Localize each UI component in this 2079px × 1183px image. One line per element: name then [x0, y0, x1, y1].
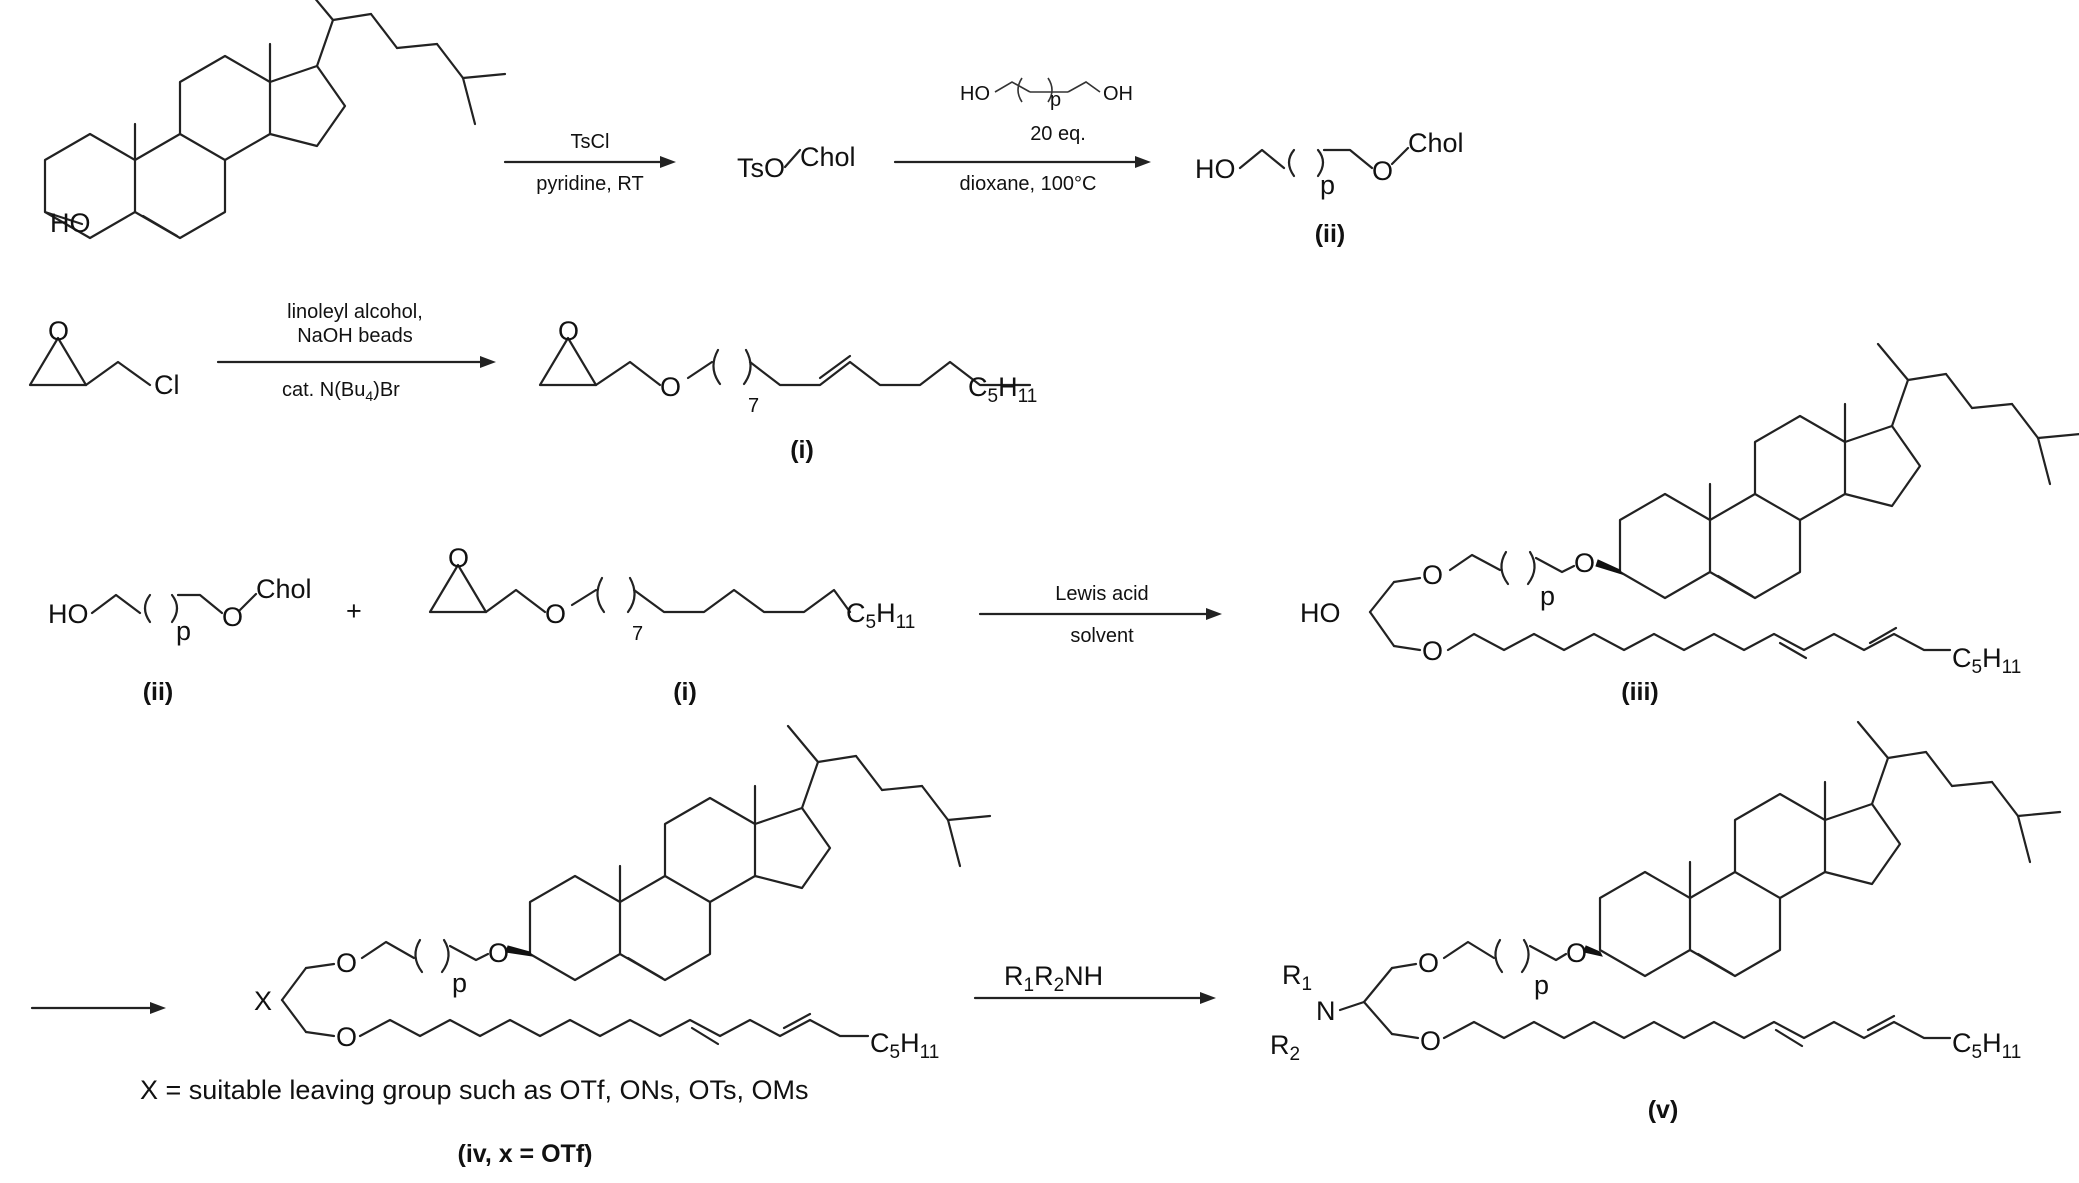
r3-i-n7: 7	[632, 623, 643, 645]
iv-structure	[282, 726, 990, 1044]
ii-chol: Chol	[1408, 128, 1464, 158]
reagent-20eq: 20 eq.	[1030, 123, 1086, 145]
iii-structure	[1370, 344, 2079, 658]
v-o3: O	[1420, 1026, 1441, 1056]
v-n: N	[1316, 996, 1336, 1026]
label-iv: (iv, x = OTf)	[458, 1140, 593, 1168]
reagent-linoleyl: linoleyl alcohol,	[287, 301, 423, 323]
iii-o1: O	[1422, 560, 1443, 590]
r3-epoxide-structure	[430, 565, 850, 612]
label-ii-row3: (ii)	[143, 678, 174, 706]
plus-sign: +	[346, 596, 362, 626]
label-iii: (iii)	[1621, 678, 1659, 706]
epoxide-i-structure	[540, 338, 1030, 385]
epi-oxygen: O	[48, 316, 69, 346]
label-i-row3: (i)	[673, 678, 697, 706]
i-c5h11: C5H11	[968, 372, 1037, 407]
i-ether-o: O	[660, 372, 681, 402]
cholesterol-start	[45, 0, 505, 238]
reagent-solvent: solvent	[1070, 625, 1134, 647]
label-v: (v)	[1648, 1096, 1679, 1124]
r3-ii-o: O	[222, 602, 243, 632]
reagent-tscl: TsCl	[571, 131, 610, 153]
i-epoxide-o: O	[558, 316, 579, 346]
iv-o3: O	[336, 1022, 357, 1052]
arrow-step2	[895, 156, 1151, 168]
r3-ii-p: p	[176, 616, 191, 646]
v-p: p	[1534, 970, 1549, 1000]
iv-o1: O	[336, 948, 357, 978]
label-ii-row1: (ii)	[1315, 220, 1346, 248]
reagent-naoh: NaOH beads	[297, 325, 413, 347]
tosylate-tso: TsO	[737, 153, 785, 183]
iv-p: p	[452, 968, 467, 998]
iv-x: X	[254, 986, 272, 1016]
reagent-pyridine: pyridine, RT	[536, 173, 643, 195]
leaving-group-note: X = suitable leaving group such as OTf, …	[140, 1075, 809, 1105]
iii-ho: HO	[1300, 598, 1341, 628]
r3-epoxide-o: O	[448, 543, 469, 573]
v-r1: R1	[1282, 960, 1312, 995]
ii-p: p	[1320, 170, 1335, 200]
arrow-continuation	[32, 1002, 166, 1014]
v-c5h11: C5H11	[1952, 1028, 2021, 1063]
reagent-r1r2nh: R1R2NH	[1004, 961, 1103, 996]
iii-o2: O	[1574, 548, 1595, 578]
diol-p: p	[1050, 89, 1061, 111]
arrow-step5	[975, 992, 1216, 1004]
ii-o: O	[1372, 156, 1393, 186]
arrow-step3	[218, 356, 496, 368]
r3-i-o: O	[545, 599, 566, 629]
iii-p: p	[1540, 581, 1555, 611]
r3-i-c5h11: C5H11	[846, 598, 915, 633]
iv-c5h11: C5H11	[870, 1028, 939, 1063]
iv-o2: O	[488, 938, 509, 968]
arrow-step4	[980, 608, 1222, 620]
diol-oh: OH	[1103, 83, 1133, 105]
arrow-step1	[505, 156, 676, 168]
r3-ii-ho: HO	[48, 599, 89, 629]
v-o1: O	[1418, 948, 1439, 978]
r3-ii-chol: Chol	[256, 574, 312, 604]
v-structure	[1340, 722, 2060, 1046]
iii-c5h11: C5H11	[1952, 643, 2021, 678]
epi-cl: Cl	[154, 370, 180, 400]
v-r2: R2	[1270, 1030, 1300, 1065]
reagent-dioxane: dioxane, 100°C	[960, 173, 1097, 195]
tosylate-chol: Chol	[800, 142, 856, 172]
diol-ho: HO	[960, 83, 990, 105]
reagent-cat: cat. N(Bu4)Br	[282, 379, 400, 404]
i-n7: 7	[748, 395, 759, 417]
iii-o3: O	[1422, 636, 1443, 666]
label-i-row2: (i)	[790, 436, 814, 464]
reagent-lewis-acid: Lewis acid	[1055, 583, 1148, 605]
v-o2: O	[1566, 938, 1587, 968]
start-hydroxyl: HO	[50, 208, 91, 238]
ii-ho: HO	[1195, 154, 1236, 184]
